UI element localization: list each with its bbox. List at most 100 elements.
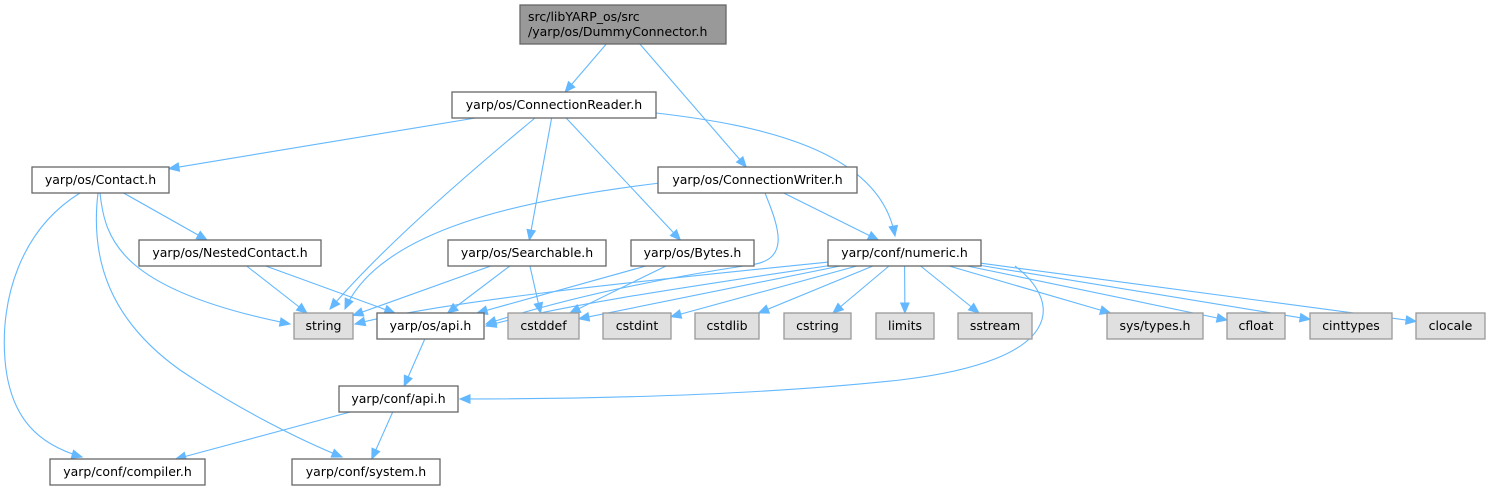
node-system[interactable]: yarp/conf/system.h [291, 458, 441, 486]
arrowhead-icon [899, 302, 910, 315]
node-box[interactable] [507, 312, 580, 340]
node-cstring[interactable]: cstring [783, 312, 852, 340]
edge-contact-to-nested [123, 192, 209, 241]
node-box[interactable] [376, 312, 485, 340]
edge-line [758, 265, 874, 314]
node-dummy[interactable]: src/libYARP_os/src/yarp/os/DummyConnecto… [519, 4, 727, 45]
node-clocale[interactable]: clocale [1415, 312, 1486, 340]
edge-searchable-to-string [351, 265, 491, 317]
node-box[interactable] [138, 239, 322, 267]
edge-line [246, 265, 308, 314]
edge-numeric-to-cstddef [577, 265, 841, 322]
node-box[interactable] [957, 312, 1033, 340]
node-osapi[interactable]: yarp/os/api.h [376, 312, 485, 340]
node-box[interactable] [291, 458, 441, 486]
nodes-layer: src/libYARP_os/src/yarp/os/DummyConnecto… [31, 4, 1486, 486]
node-searchable[interactable]: yarp/os/Searchable.h [447, 239, 607, 267]
node-string[interactable]: string [293, 312, 354, 340]
arrowhead-icon [351, 307, 365, 317]
node-cstddef[interactable]: cstddef [507, 312, 580, 340]
node-cfloat[interactable]: cfloat [1226, 312, 1286, 340]
node-box[interactable] [519, 4, 727, 45]
edge-writer-to-numeric [783, 192, 880, 241]
node-confapi[interactable]: yarp/conf/api.h [338, 385, 459, 413]
edge-line [352, 265, 491, 316]
node-box[interactable] [451, 91, 657, 119]
edge-numeric-to-cfloat [966, 265, 1229, 323]
edge-line [459, 265, 1044, 400]
node-nested[interactable]: yarp/os/NestedContact.h [138, 239, 322, 267]
edge-reader-to-contact [167, 117, 476, 172]
node-sstream[interactable]: sstream [957, 312, 1033, 340]
edge-line [655, 112, 896, 237]
edge-contact-to-compiler [3, 192, 84, 459]
node-label: cfloat [1239, 318, 1274, 333]
edge-line [329, 117, 536, 310]
node-box[interactable] [602, 312, 672, 340]
edge-line [485, 192, 779, 325]
arrowhead-icon [832, 302, 845, 314]
node-box[interactable] [694, 312, 760, 340]
node-box[interactable] [1226, 312, 1286, 340]
arrowhead-icon [564, 80, 576, 93]
node-box[interactable] [447, 239, 607, 267]
node-compiler[interactable]: yarp/conf/compiler.h [49, 458, 206, 486]
node-box[interactable] [827, 239, 982, 267]
edge-numeric-to-clocale [980, 262, 1418, 325]
edge-numeric-to-limits [899, 265, 910, 315]
edge-line [966, 265, 1228, 321]
node-label: cinttypes [1322, 318, 1380, 333]
edge-numeric-to-systypes [948, 265, 1112, 315]
edge-line [783, 192, 879, 241]
node-label: yarp/conf/system.h [306, 464, 426, 479]
arrowhead-icon [888, 224, 899, 238]
node-box[interactable] [338, 385, 459, 413]
node-label: src/libYARP_os/src [528, 9, 640, 24]
node-box[interactable] [630, 239, 755, 267]
node-contact[interactable]: yarp/os/Contact.h [31, 166, 170, 194]
node-label: cstddef [520, 318, 567, 333]
node-numeric[interactable]: yarp/conf/numeric.h [827, 239, 982, 267]
node-systypes[interactable]: sys/types.h [1106, 312, 1204, 340]
node-box[interactable] [1106, 312, 1204, 340]
edge-searchable-to-cstddef [529, 265, 544, 315]
node-reader[interactable]: yarp/os/ConnectionReader.h [451, 91, 657, 119]
edge-searchable-to-osapi [446, 265, 511, 314]
node-limits[interactable]: limits [875, 312, 935, 340]
node-box[interactable] [49, 458, 206, 486]
edge-line [578, 265, 841, 320]
node-box[interactable] [783, 312, 852, 340]
edge-nested-to-string [246, 265, 308, 314]
node-box[interactable] [293, 312, 354, 340]
node-box[interactable] [31, 166, 170, 194]
edge-reader-to-string [329, 117, 536, 310]
node-bytes[interactable]: yarp/os/Bytes.h [630, 239, 755, 267]
edge-contact-to-string [99, 192, 292, 327]
edge-line [564, 43, 607, 93]
node-box[interactable] [1415, 312, 1486, 340]
arrowhead-icon [1298, 312, 1312, 323]
edge-line [265, 265, 395, 314]
node-label: yarp/os/Bytes.h [644, 245, 742, 260]
node-label: sstream [970, 318, 1020, 333]
node-cinttypes[interactable]: cinttypes [1309, 312, 1393, 340]
node-box[interactable] [1309, 312, 1393, 340]
arrowhead-icon [353, 316, 367, 327]
arrowhead-icon [344, 297, 354, 311]
node-writer[interactable]: yarp/os/ConnectionWriter.h [657, 166, 858, 194]
node-label: sys/types.h [1120, 318, 1191, 333]
edge-numeric-to-cinttypes [980, 264, 1312, 323]
node-cstdlib[interactable]: cstdlib [694, 312, 760, 340]
arrowhead-icon [167, 162, 181, 172]
node-cstdint[interactable]: cstdint [602, 312, 672, 340]
arrowhead-icon [669, 228, 682, 241]
edge-line [528, 117, 553, 241]
node-box[interactable] [657, 166, 858, 194]
node-label: yarp/conf/numeric.h [841, 245, 968, 260]
arrowhead-icon [295, 302, 308, 314]
edge-line [639, 43, 747, 168]
edge-line [670, 265, 858, 318]
node-box[interactable] [875, 312, 935, 340]
edge-bytes-to-cstddef [568, 265, 667, 314]
